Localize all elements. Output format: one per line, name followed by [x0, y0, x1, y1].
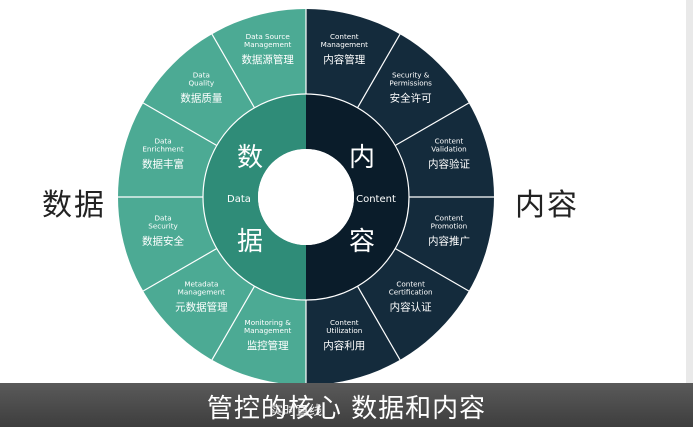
- sub-caption-text: 实时直线: [270, 404, 323, 419]
- segment-label-en: Promotion: [431, 221, 468, 230]
- segment-label-en: Data: [154, 213, 171, 222]
- segment-label-zh: 内容认证: [390, 301, 432, 314]
- segment-divider: [356, 285, 401, 361]
- segment-label-en: Permissions: [389, 78, 432, 87]
- segment-label-zh: 数据质量: [180, 91, 222, 104]
- segment-divider: [211, 33, 256, 109]
- caption-bar: [0, 383, 693, 427]
- data-inner-ring: [203, 94, 306, 300]
- segment-label-zh: 数据安全: [142, 234, 184, 247]
- segment-label-zh: 数据源管理: [241, 53, 294, 66]
- segment-label-en: Metadata: [184, 280, 218, 289]
- segment-label-zh: 内容管理: [323, 53, 365, 66]
- segment-divider: [142, 247, 218, 292]
- segment-label-en: Content: [396, 280, 425, 289]
- segment-label-en: Security: [148, 221, 178, 230]
- ring-character: 容: [349, 227, 375, 257]
- data-center-word: Data: [227, 194, 251, 205]
- segment-label-en: Management: [178, 288, 226, 297]
- segment-label-en: Content: [330, 32, 359, 41]
- segment-label-en: Content: [330, 318, 359, 327]
- ring-character: 数: [237, 143, 263, 173]
- segment-label-en: Content: [435, 213, 464, 222]
- right-side-label: 内容: [515, 188, 579, 223]
- segment-divider: [142, 102, 218, 147]
- content-outer-ring: [306, 9, 494, 385]
- data-outer-ring: [118, 9, 306, 385]
- segment-label-en: Data: [154, 137, 171, 146]
- segment-label-en: Security &: [392, 70, 430, 79]
- segment-label-zh: 安全许可: [390, 91, 432, 104]
- inner-ring-border: [202, 93, 410, 301]
- wheel: Monitoring &Management监控管理MetadataManage…: [118, 9, 494, 385]
- center-hole: [258, 149, 354, 245]
- scrollbar-track: [686, 0, 693, 383]
- ring-character: 据: [237, 227, 263, 257]
- ring-character: 内: [349, 143, 375, 173]
- segment-label-zh: 数据丰富: [142, 158, 184, 171]
- segment-label-en: Validation: [431, 145, 467, 154]
- segment-label-en: Management: [244, 326, 292, 335]
- segment-label-zh: 监控管理: [247, 339, 289, 352]
- segment-label-zh: 内容验证: [428, 158, 470, 171]
- segment-label-en: Enrichment: [142, 145, 184, 154]
- left-side-label: 数据: [42, 188, 106, 223]
- segment-label-en: Content: [435, 137, 464, 146]
- content-center-word: Content: [356, 194, 396, 205]
- segment-label-en: Data: [193, 70, 210, 79]
- caption-text: 管控的核心 数据和内容: [206, 394, 487, 424]
- segment-label-en: Quality: [189, 78, 215, 87]
- segment-label-en: Management: [244, 40, 292, 49]
- segment-label-en: Utilization: [326, 326, 362, 335]
- segment-label-zh: 内容推广: [428, 234, 470, 247]
- segment-divider: [211, 285, 256, 361]
- segment-label-en: Certification: [389, 288, 433, 297]
- segment-label-zh: 内容利用: [323, 339, 365, 352]
- segment-label-en: Monitoring &: [245, 318, 292, 327]
- segment-divider: [394, 102, 470, 147]
- content-inner-ring: [306, 94, 409, 300]
- segment-label-en: Data Source: [246, 32, 291, 41]
- segment-divider: [356, 33, 401, 109]
- segment-label-zh: 元数据管理: [175, 301, 228, 314]
- segment-divider: [394, 247, 470, 292]
- segment-label-en: Management: [321, 40, 369, 49]
